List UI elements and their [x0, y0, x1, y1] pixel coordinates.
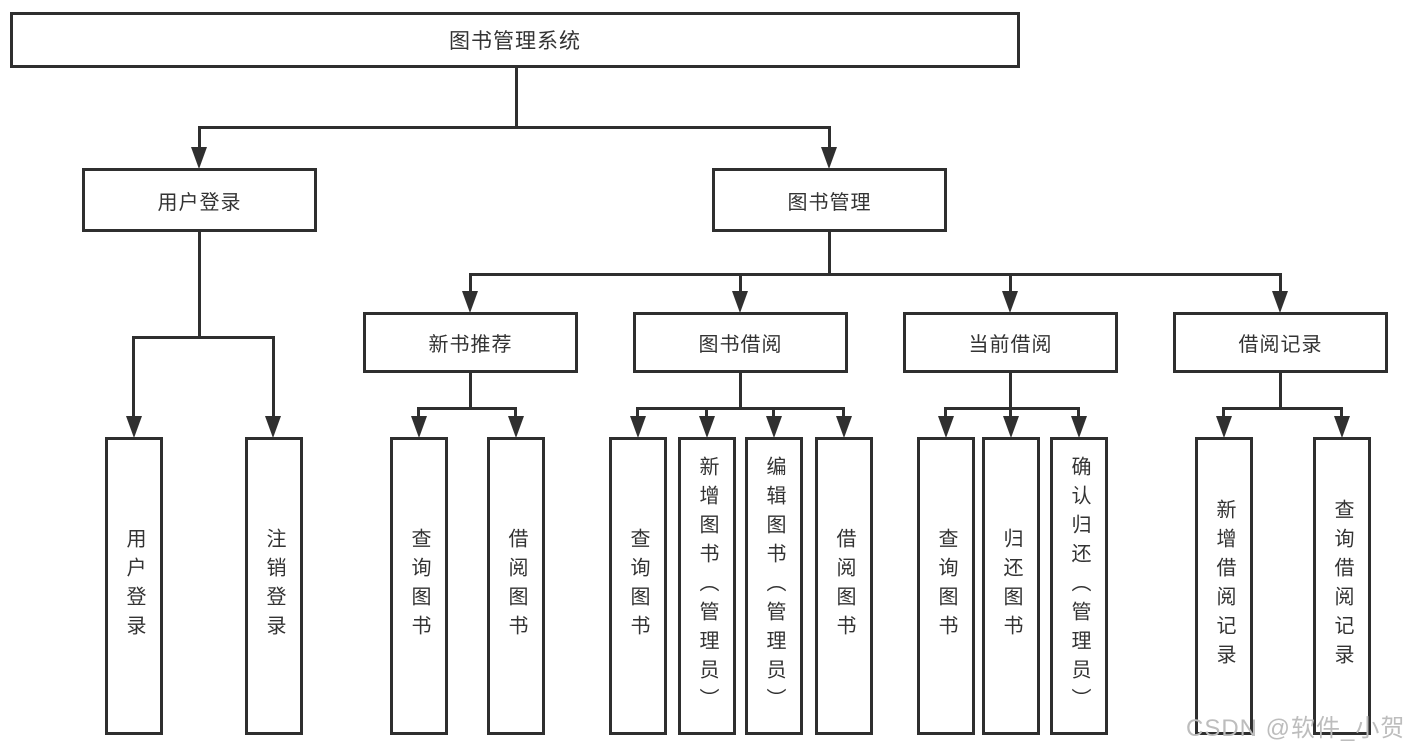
connector-drop [636, 407, 639, 418]
node-label: 编辑图书（管理员） [763, 455, 785, 717]
connector-drop [1009, 407, 1012, 418]
leaf-return-books: 归还图书 [982, 437, 1040, 735]
connector-drop [469, 273, 472, 293]
node-label: 用户登录 [157, 191, 242, 214]
arrowhead-down [265, 416, 281, 438]
connector-root-stem [515, 68, 518, 129]
node-label: 用户登录 [123, 528, 145, 644]
arrowhead-down [699, 416, 715, 438]
connector-stem [828, 232, 831, 276]
node-label: 新书推荐 [428, 334, 513, 356]
connector-horizontal [1222, 407, 1343, 410]
connector-horizontal [636, 407, 845, 410]
connector-horizontal [417, 407, 517, 410]
connector-drop [828, 126, 831, 149]
node-label: 新增借阅记录 [1213, 499, 1235, 673]
node-label: 图书借阅 [698, 334, 783, 356]
connector-drop [132, 336, 135, 418]
connector-stem [469, 373, 472, 410]
connector-horizontal [132, 336, 275, 339]
arrowhead-down [126, 416, 142, 438]
arrowhead-down [732, 291, 748, 313]
leaf-borrow-books: 借阅图书 [815, 437, 873, 735]
leaf-query-books: 查询图书 [917, 437, 975, 735]
node-book-borrowing: 图书借阅 [633, 312, 848, 373]
connector-stem [1279, 373, 1282, 410]
connector-drop [772, 407, 775, 418]
node-label: 查询图书 [408, 528, 430, 644]
connector-drop [198, 126, 201, 149]
arrowhead-down [821, 147, 837, 169]
arrowhead-down [1071, 416, 1087, 438]
connector-drop [514, 407, 517, 418]
connector-drop [705, 407, 708, 418]
node-label: 查询借阅记录 [1331, 499, 1353, 673]
node-book-management: 图书管理 [712, 168, 947, 232]
arrowhead-down [1002, 291, 1018, 313]
node-label: 归还图书 [1000, 528, 1022, 644]
node-current-borrowing: 当前借阅 [903, 312, 1118, 373]
connector-drop [272, 336, 275, 418]
node-label: 新增图书（管理员） [696, 455, 718, 717]
node-label: 借阅图书 [505, 528, 527, 644]
connector-drop [1279, 273, 1282, 293]
connector-drop [739, 273, 742, 293]
node-label: 图书管理 [787, 191, 872, 214]
leaf-query-books: 查询图书 [390, 437, 448, 735]
connector-stem [198, 232, 201, 339]
csdn-watermark: CSDN @软件_小贺同学 [1186, 715, 1405, 742]
leaf-user-login: 用户登录 [105, 437, 163, 735]
arrowhead-down [508, 416, 524, 438]
leaf-query-books: 查询图书 [609, 437, 667, 735]
node-label: 确认归还（管理员） [1068, 455, 1090, 717]
connector-drop [1340, 407, 1343, 418]
leaf-query-borrow-record: 查询借阅记录 [1313, 437, 1371, 735]
node-label: 图书管理系统 [449, 30, 581, 53]
leaf-borrow-books: 借阅图书 [487, 437, 545, 735]
node-new-book-recommendation: 新书推荐 [363, 312, 578, 373]
connector-horizontal [944, 407, 1080, 410]
leaf-logout: 注销登录 [245, 437, 303, 735]
connector-drop [1077, 407, 1080, 418]
arrowhead-down [1272, 291, 1288, 313]
arrowhead-down [191, 147, 207, 169]
arrowhead-down [1216, 416, 1232, 438]
arrowhead-down [411, 416, 427, 438]
connector-drop [842, 407, 845, 418]
arrowhead-down [766, 416, 782, 438]
connector-horizontal [469, 273, 1282, 276]
arrowhead-down [1334, 416, 1350, 438]
connector-stem [1009, 373, 1012, 410]
connector-drop [944, 407, 947, 418]
arrowhead-down [836, 416, 852, 438]
arrowhead-down [630, 416, 646, 438]
leaf-edit-books-admin: 编辑图书（管理员） [745, 437, 803, 735]
connector-drop [1009, 273, 1012, 293]
leaf-confirm-return-admin: 确认归还（管理员） [1050, 437, 1108, 735]
node-label: 借阅记录 [1238, 334, 1323, 356]
node-label: 当前借阅 [968, 334, 1053, 356]
node-borrowing-records: 借阅记录 [1173, 312, 1388, 373]
arrowhead-down [462, 291, 478, 313]
connector-drop [1222, 407, 1225, 418]
arrowhead-down [1003, 416, 1019, 438]
connector-drop [417, 407, 420, 418]
connector-stem [739, 373, 742, 410]
connector-root-horizontal [198, 126, 831, 129]
leaf-add-borrow-record: 新增借阅记录 [1195, 437, 1253, 735]
node-label: 查询图书 [935, 528, 957, 644]
arrowhead-down [938, 416, 954, 438]
node-label: 借阅图书 [833, 528, 855, 644]
leaf-add-books-admin: 新增图书（管理员） [678, 437, 736, 735]
node-label: 查询图书 [627, 528, 649, 644]
node-library-management-system: 图书管理系统 [10, 12, 1020, 68]
node-user-login: 用户登录 [82, 168, 317, 232]
node-label: 注销登录 [263, 528, 285, 644]
